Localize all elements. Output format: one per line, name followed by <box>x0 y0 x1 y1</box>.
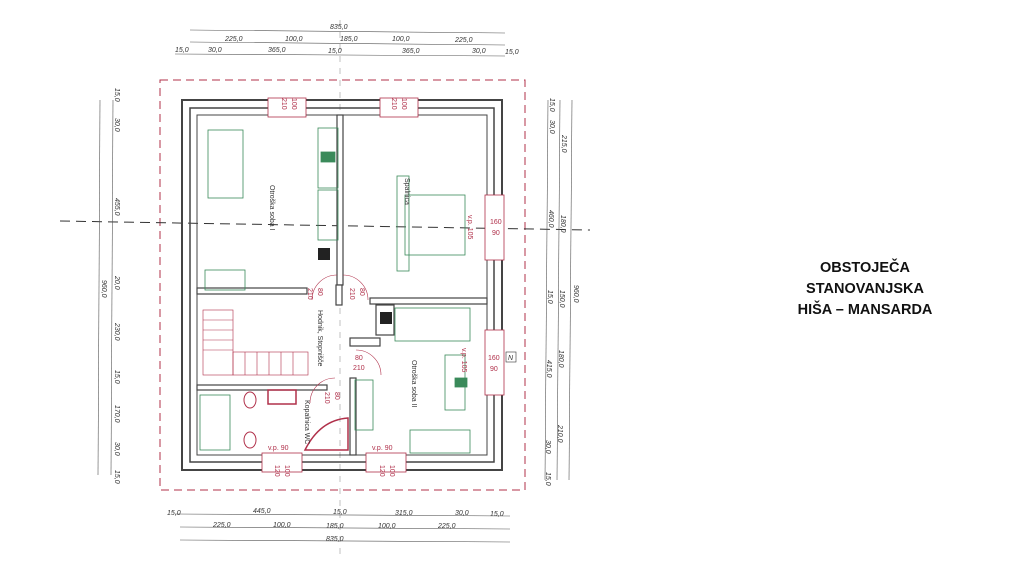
door-height-label: 210 <box>353 365 365 372</box>
window-label: 90 <box>492 230 500 237</box>
window-label: 160 <box>490 219 502 226</box>
dim-label: 30,0 <box>113 442 120 456</box>
dim-label: 30,0 <box>455 510 469 517</box>
dim-label: 30,0 <box>548 120 555 134</box>
window-label: 90 <box>490 366 498 373</box>
room-label-kids-room-2: Otroška soba II <box>410 360 417 408</box>
dim-label: 415,0 <box>545 360 552 378</box>
dim-label: 15,0 <box>328 48 342 55</box>
dim-left-overall: 960,0 <box>100 280 107 298</box>
window-right-1 <box>484 194 505 261</box>
dim-label: 15,0 <box>505 49 519 56</box>
dim-bottom-overall: 835,0 <box>326 536 344 543</box>
dim-label: 180,0 <box>557 350 564 368</box>
interior-walls <box>196 114 488 456</box>
dim-label: 445,0 <box>253 508 271 515</box>
dim-label: 225,0 <box>454 37 473 44</box>
furniture <box>199 127 471 454</box>
window-bottom-1 <box>261 452 303 473</box>
door-width-label: 80 <box>355 355 363 362</box>
dim-label: 15,0 <box>490 511 504 518</box>
window-label: 210 <box>390 98 397 110</box>
door-width-label: 80 <box>333 392 340 400</box>
dim-label: 150,0 <box>558 290 565 308</box>
dim-label: 315,0 <box>395 510 413 517</box>
chimney-icon <box>380 312 392 324</box>
window-label: 100 <box>290 98 297 110</box>
dim-label: 15,0 <box>544 472 551 486</box>
dim-top-overall: 835,0 <box>330 24 348 31</box>
dim-label: 15,0 <box>333 509 347 516</box>
dim-label: 30,0 <box>472 48 486 55</box>
room-label-kids-room-1: Otroška soba I <box>268 185 275 231</box>
dim-label: 15,0 <box>546 290 553 304</box>
dim-label: 15,0 <box>167 510 181 517</box>
dim-label: 30,0 <box>544 440 551 454</box>
room-label-bedroom: Spalnica <box>403 178 410 205</box>
door-width-label: 80 <box>358 288 365 296</box>
dim-label: 100,0 <box>392 36 410 43</box>
door-width-label: 80 <box>316 288 323 296</box>
dim-label: 100,0 <box>285 36 303 43</box>
north-label: N <box>508 355 514 362</box>
slide-title: OBSTOJEČA STANOVANJSKA HIŠA – MANSARDA <box>770 258 960 321</box>
dim-label: 210,0 <box>556 424 563 443</box>
window-top-2 <box>379 97 419 118</box>
window-label: 100 <box>283 465 290 477</box>
dim-label: 15,0 <box>113 370 120 384</box>
dim-label: 230,0 <box>113 322 120 341</box>
dimension-lines <box>97 29 573 543</box>
dim-label: 15,0 <box>548 98 555 112</box>
window-label: 210 <box>280 98 287 110</box>
door-height-label: 210 <box>306 288 313 300</box>
section-axis <box>59 220 591 231</box>
dim-label: 170,0 <box>113 405 120 423</box>
north-marker-icon <box>505 351 517 363</box>
window-sill-label: v.p. 90 <box>372 445 393 452</box>
dim-label: 225,0 <box>437 523 456 530</box>
dim-label: 185,0 <box>340 36 358 43</box>
dim-label: 365,0 <box>268 47 286 54</box>
dim-label: 180,0 <box>559 215 566 233</box>
room-label-bathroom-wc: Kopalnica WC <box>303 400 310 444</box>
dim-label: 15,0 <box>113 88 120 102</box>
window-label: 160 <box>488 355 500 362</box>
dim-label: 365,0 <box>402 48 420 55</box>
dim-label: 215,0 <box>560 134 567 153</box>
room-label-hallway-stairs: Hodnik, Stopnišče <box>316 310 323 367</box>
dim-label: 100,0 <box>378 523 396 530</box>
bathroom-fixtures <box>243 389 349 451</box>
chimney-icon <box>318 248 330 260</box>
window-label: 100 <box>400 98 407 110</box>
dim-label: 225,0 <box>212 522 231 529</box>
window-sill-label: v.p. 90 <box>268 445 289 452</box>
dim-label: 225,0 <box>224 36 243 43</box>
dim-label: 30,0 <box>208 47 222 54</box>
dim-label: 15,0 <box>175 47 189 54</box>
window-sill-label: v.p. 105 <box>466 215 473 239</box>
door-swings <box>309 274 382 404</box>
window-bottom-2 <box>365 452 407 473</box>
dim-right-overall: 960,0 <box>572 285 579 303</box>
window-label: 120 <box>378 465 385 477</box>
title-line: HIŠA – MANSARDA <box>797 302 933 318</box>
window-right-2 <box>484 329 505 396</box>
dim-label: 15,0 <box>113 470 120 484</box>
window-label: 120 <box>273 465 280 477</box>
dim-label: 30,0 <box>113 118 120 132</box>
window-label: 100 <box>388 465 395 477</box>
dim-label: 455,0 <box>113 198 120 216</box>
roof-outline <box>159 79 526 491</box>
window-sill-label: v.p. 105 <box>460 348 467 372</box>
dim-label: 185,0 <box>326 523 344 530</box>
door-height-label: 210 <box>323 392 330 404</box>
dim-label: 460,0 <box>547 210 554 228</box>
title-line: STANOVANJSKA <box>806 281 924 297</box>
staircase <box>202 309 309 376</box>
door-height-label: 210 <box>348 288 355 300</box>
dim-label: 20,0 <box>113 275 120 290</box>
title-line: OBSTOJEČA <box>820 260 910 276</box>
window-top-1 <box>267 97 307 118</box>
dim-label: 100,0 <box>273 522 291 529</box>
